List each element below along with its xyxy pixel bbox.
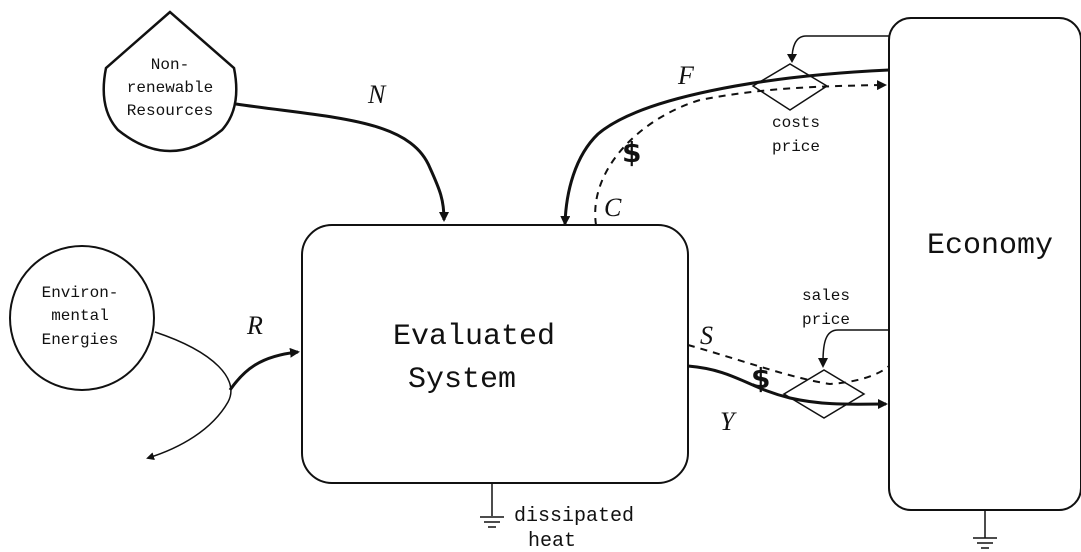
costs-label: costs <box>772 114 820 132</box>
money-flow-c: C $ <box>594 80 887 226</box>
flow-r-label: R <box>246 311 263 340</box>
environmental-label-line2: mental <box>51 307 109 325</box>
heat-label: heat <box>528 530 576 552</box>
evaluated-system-node: Evaluated System <box>301 224 689 484</box>
environmental-label-line3: Energies <box>42 331 119 349</box>
costs-price-label: price <box>772 138 820 156</box>
flow-s-label: S <box>700 321 713 350</box>
environmental-label-line1: Environ- <box>42 284 119 302</box>
flow-c-label: C <box>604 193 622 222</box>
money-symbol-sales: $ <box>751 362 770 395</box>
sales-price-label: price <box>802 311 850 329</box>
flow-f-label: F <box>677 61 695 90</box>
sales-label: sales <box>802 287 850 305</box>
nonrenewable-label-line3: Resources <box>127 102 213 120</box>
economy-heat-sink <box>973 510 997 549</box>
dissipated-label: dissipated <box>514 505 634 528</box>
money-symbol-costs: $ <box>622 136 641 169</box>
flow-y: Y <box>687 364 888 436</box>
system-heat-sink: dissipated heat <box>480 483 634 552</box>
sales-price-transaction: sales price <box>782 287 889 419</box>
flow-f: F <box>560 61 890 226</box>
flow-n: N <box>235 80 449 222</box>
flow-r: R <box>146 311 300 461</box>
nonrenewable-label-line2: renewable <box>127 79 213 97</box>
nonrenewable-resources-node: Non- renewable Resources <box>102 10 238 153</box>
system-label-line2: System <box>408 363 516 397</box>
flow-y-label: Y <box>720 407 737 436</box>
flow-n-label: N <box>367 80 387 109</box>
nonrenewable-label-line1: Non- <box>151 56 189 74</box>
economy-node: Economy <box>888 17 1081 511</box>
economy-label: Economy <box>927 229 1053 263</box>
costs-price-transaction: costs price <box>751 35 889 156</box>
environmental-energies-node: Environ- mental Energies <box>9 245 155 391</box>
money-flow-s: S $ <box>687 321 890 395</box>
system-label-line1: Evaluated <box>393 320 555 354</box>
